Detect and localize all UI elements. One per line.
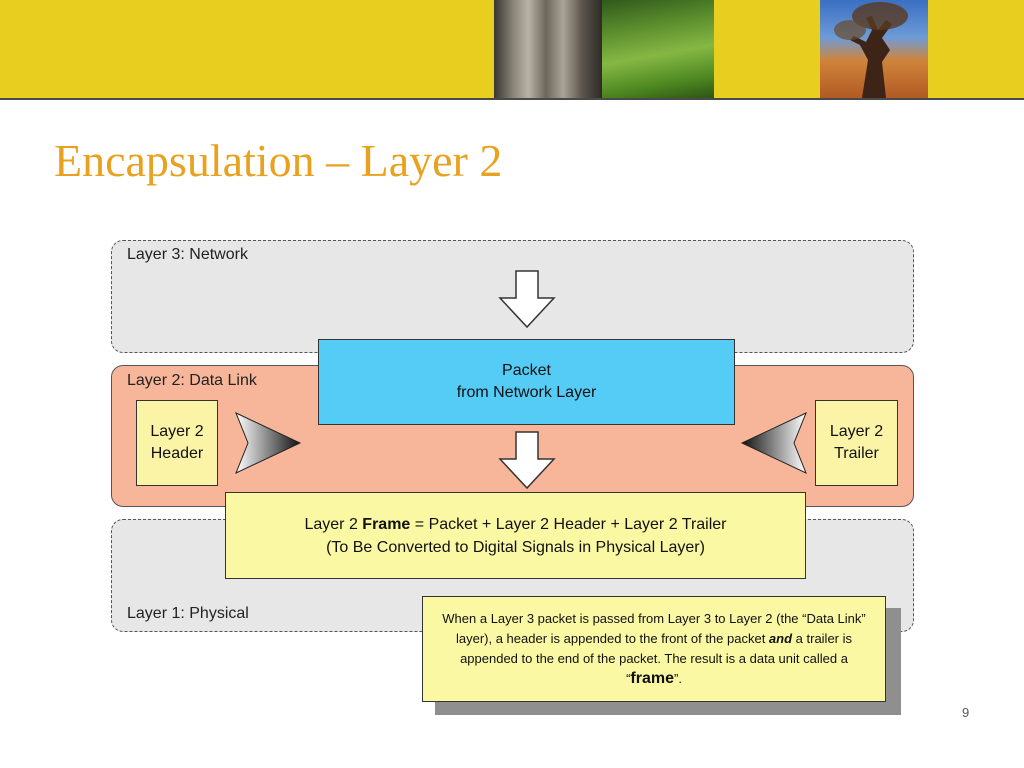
banner-photo-field bbox=[602, 0, 714, 98]
note-part3: ”. bbox=[673, 671, 682, 686]
frame-box: Layer 2 Frame = Packet + Layer 2 Header … bbox=[225, 492, 806, 579]
left-arrow-icon bbox=[740, 412, 807, 474]
layer2-label: Layer 2: Data Link bbox=[127, 372, 257, 389]
down-arrow-icon bbox=[498, 431, 556, 490]
frame-line1: Layer 2 Frame = Packet + Layer 2 Header … bbox=[304, 513, 726, 536]
layer3-network-panel bbox=[111, 240, 914, 353]
layer1-label: Layer 1: Physical bbox=[127, 605, 249, 622]
slide-title: Encapsulation – Layer 2 bbox=[54, 135, 503, 186]
explanation-note: When a Layer 3 packet is passed from Lay… bbox=[422, 596, 886, 702]
note-emphasis: and bbox=[768, 631, 793, 646]
layer2-header-box: Layer 2 Header bbox=[136, 400, 218, 486]
note-bold-word: frame bbox=[630, 670, 674, 687]
tree-icon bbox=[834, 2, 908, 98]
frame-bold-word: Frame bbox=[362, 515, 411, 533]
header-banner bbox=[0, 0, 1024, 100]
frame-prefix: Layer 2 bbox=[304, 515, 363, 533]
page-number: 9 bbox=[962, 705, 970, 720]
layer3-label: Layer 3: Network bbox=[127, 246, 248, 263]
trailer-line2: Trailer bbox=[834, 445, 879, 462]
layer2-trailer-box: Layer 2 Trailer bbox=[815, 400, 898, 486]
frame-suffix: = Packet + Layer 2 Header + Layer 2 Trai… bbox=[410, 515, 727, 533]
note-part2: a trailer is appended to the end of the … bbox=[460, 631, 853, 686]
frame-line2: (To Be Converted to Digital Signals in P… bbox=[326, 538, 705, 556]
packet-line1: Packet bbox=[502, 362, 551, 379]
packet-line2: from Network Layer bbox=[456, 384, 597, 401]
down-arrow-icon bbox=[498, 270, 556, 329]
banner-photo-window bbox=[494, 0, 602, 98]
trailer-line1: Layer 2 bbox=[829, 423, 884, 440]
right-arrow-icon bbox=[235, 412, 302, 474]
banner-photo-tree bbox=[820, 0, 928, 98]
header-line1: Layer 2 bbox=[150, 423, 204, 440]
packet-box: Packet from Network Layer bbox=[318, 339, 735, 425]
header-line2: Header bbox=[150, 445, 204, 462]
note-part1: When a Layer 3 packet is passed from Lay… bbox=[442, 611, 866, 646]
note-text: When a Layer 3 packet is passed from Lay… bbox=[431, 609, 877, 689]
